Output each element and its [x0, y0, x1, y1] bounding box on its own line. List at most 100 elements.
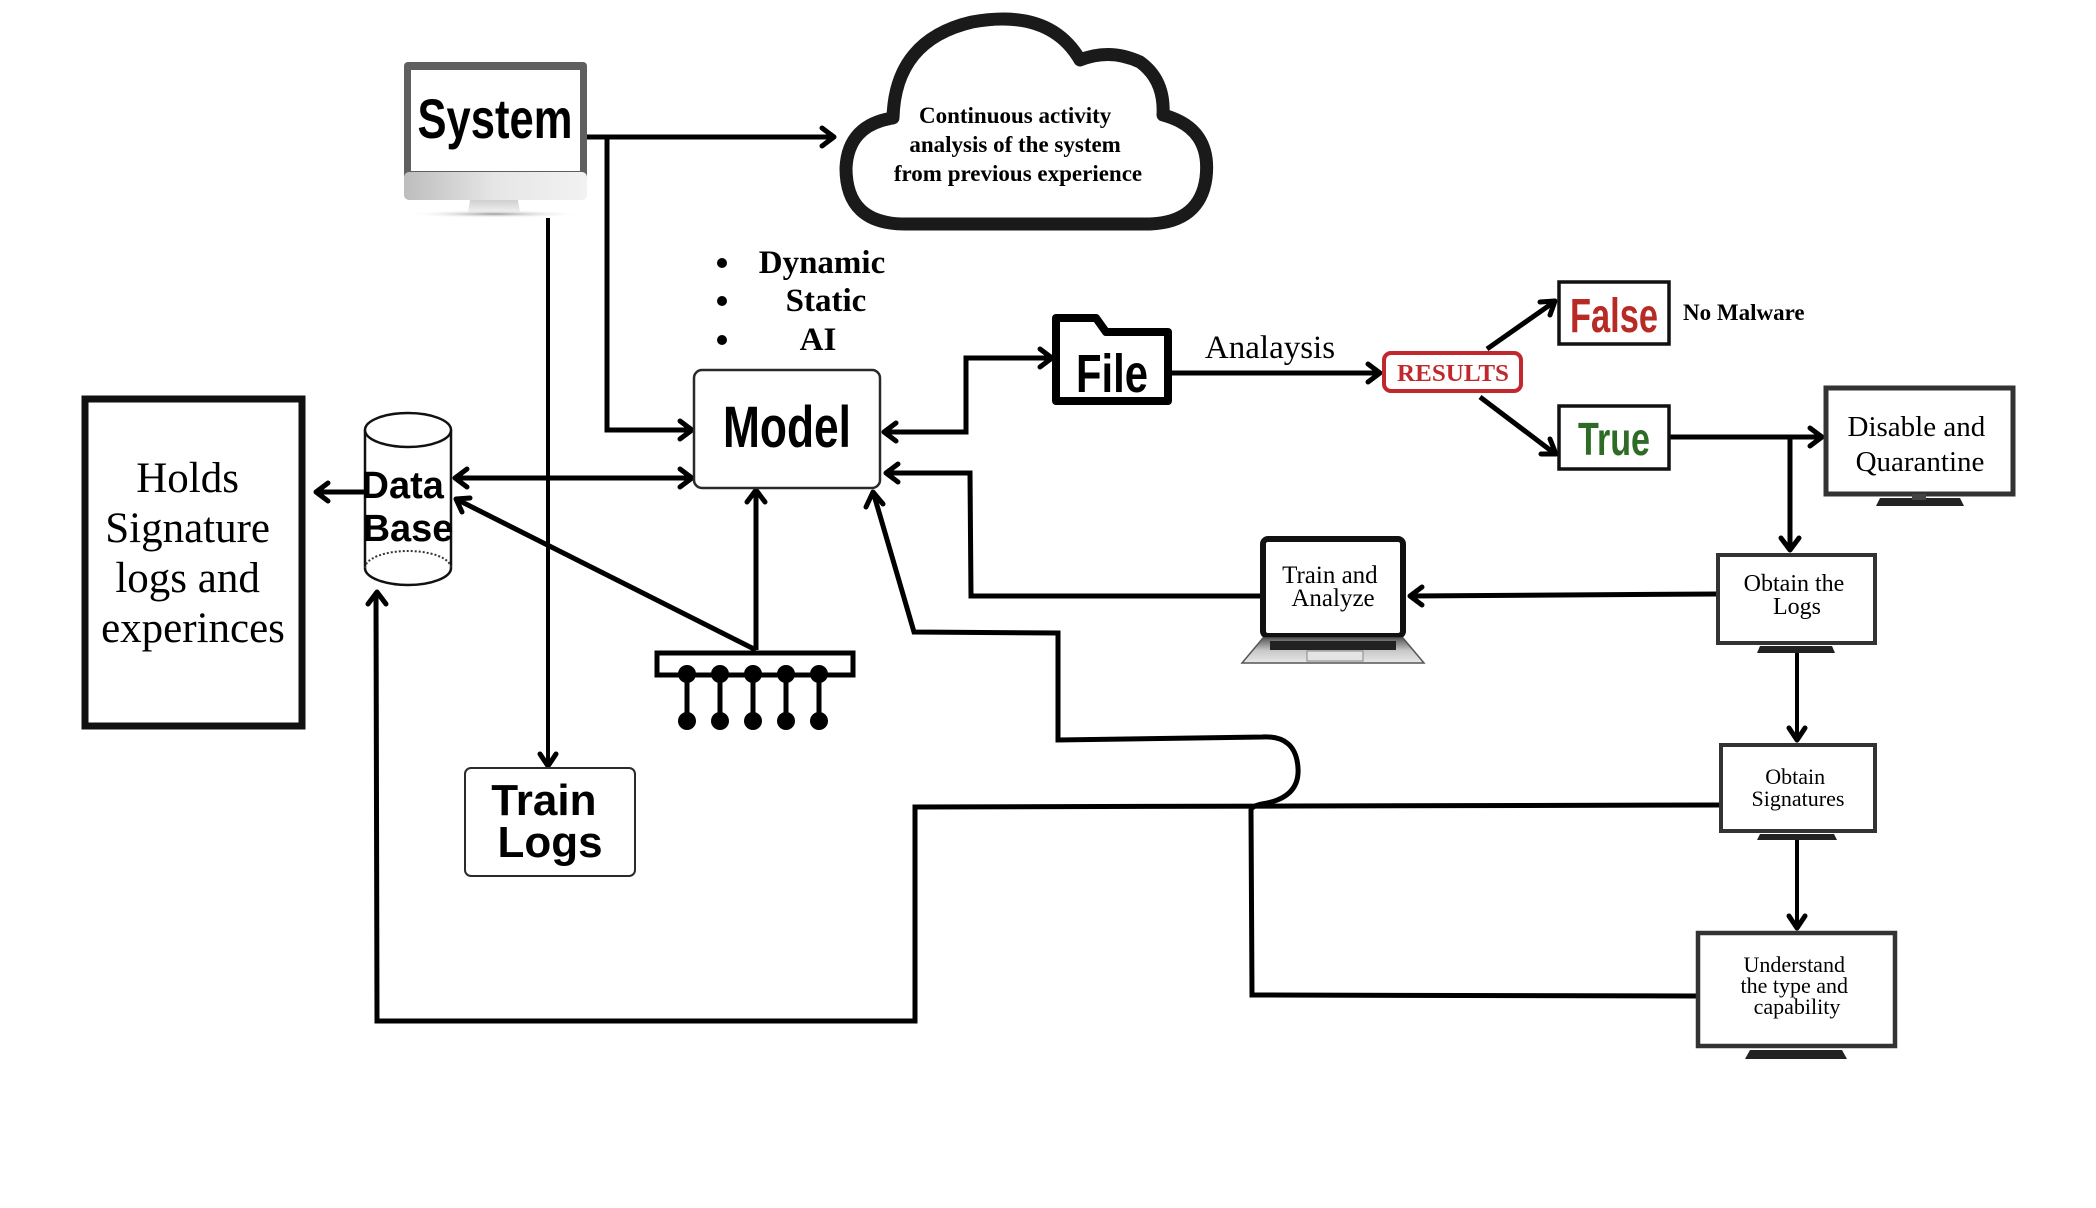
technique-dynamic: Dynamic — [759, 245, 886, 281]
arrowhead — [677, 466, 695, 490]
file-label: File — [1076, 344, 1148, 404]
system-node[interactable]: System — [404, 62, 587, 218]
database-line-2: Base — [363, 508, 454, 550]
database-line-1: Data — [362, 465, 445, 507]
arrowhead — [1365, 361, 1383, 385]
edge-obtainlogs-trainanalyze — [1411, 591, 1718, 599]
monitor-chin — [404, 172, 587, 200]
false-label: False — [1570, 290, 1658, 343]
arrowhead — [819, 125, 837, 149]
laptop-screen — [1260, 536, 1406, 639]
arrowhead — [1537, 298, 1558, 318]
technique-static: Static — [786, 283, 867, 319]
model-label: Model — [723, 395, 851, 460]
results-node[interactable]: RESULTS — [1382, 351, 1523, 393]
obtain-logs-node[interactable]: Obtain the Logs — [1716, 553, 1877, 653]
obtain-signatures-line-2: Signatures — [1752, 786, 1845, 811]
obtain-signatures-node[interactable]: Obtain Signatures — [1719, 743, 1877, 840]
network-node — [744, 712, 762, 730]
true-box — [1557, 404, 1671, 471]
disable-node[interactable]: Disable and Quarantine — [1823, 385, 2016, 506]
understand-line-1: Understand — [1744, 952, 1845, 977]
bullet-icon — [717, 296, 727, 306]
arrowhead — [1786, 725, 1808, 743]
arrowhead — [537, 751, 559, 769]
disable-line-1: Disable and — [1848, 411, 1986, 443]
arrowhead — [744, 487, 768, 505]
network-node — [711, 712, 729, 730]
disable-text: Disable and Quarantine — [1848, 411, 1993, 478]
database-dotted-rim — [364, 550, 452, 569]
true-node[interactable]: True — [1557, 404, 1671, 471]
cloud-text: Continuous activity analysis of the syst… — [894, 103, 1142, 186]
network-node — [711, 665, 729, 683]
tv-stand — [1876, 498, 1964, 506]
holds-line-4: experinces — [101, 605, 285, 652]
laptop-trackpad — [1306, 650, 1364, 662]
understand-line-3: capability — [1754, 994, 1841, 1019]
train-logs-label: Train Logs — [491, 776, 608, 867]
network-node — [744, 665, 762, 683]
monitor-stand — [468, 200, 520, 212]
results-label: RESULTS — [1397, 361, 1509, 387]
holds-box — [81, 395, 306, 730]
cloud-node[interactable]: Continuous activity analysis of the syst… — [839, 12, 1214, 231]
database-label: Data Base — [362, 465, 455, 550]
network-node — [810, 712, 828, 730]
tv-neck — [1912, 494, 1926, 500]
edge-network-database — [456, 497, 758, 653]
laptop-keyboard — [1270, 641, 1396, 650]
tv-stand — [1757, 646, 1835, 653]
holds-line-1: Holds — [136, 455, 239, 502]
monitor-shadow — [406, 210, 582, 218]
false-box — [1557, 280, 1671, 346]
obtain-signatures-text: Obtain Signatures — [1752, 764, 1845, 811]
arrowhead — [452, 466, 470, 490]
edge-understand-model — [871, 494, 1698, 999]
cloud-line-2: analysis of the system — [909, 132, 1120, 157]
file-node[interactable]: File — [1052, 314, 1172, 405]
arrowhead — [677, 418, 695, 442]
train-analyze-line-2: Analyze — [1291, 585, 1374, 612]
network-node — [777, 665, 795, 683]
arrowhead — [1807, 425, 1825, 449]
obtain-logs-text: Obtain the Logs — [1744, 571, 1851, 620]
true-label: True — [1578, 413, 1650, 465]
holds-node[interactable]: Holds Signature logs and experinces — [81, 395, 306, 730]
obtain-signatures-line-1: Obtain — [1765, 764, 1825, 789]
arrowhead — [1538, 436, 1559, 457]
edge-model-file — [886, 355, 1050, 435]
holds-line-3: logs and — [115, 555, 260, 602]
tv-stand — [1745, 1050, 1847, 1059]
edge-system-model — [604, 137, 690, 433]
tv-frame — [1716, 553, 1877, 645]
false-node[interactable]: False — [1557, 280, 1671, 346]
train-logs-line-1: Train — [491, 776, 596, 825]
cloud-line-1: Continuous activity — [919, 103, 1112, 128]
folder-icon — [1052, 314, 1172, 405]
database-node[interactable]: Data Base — [362, 411, 455, 587]
train-logs-box — [464, 767, 636, 877]
model-node[interactable]: Model — [692, 368, 882, 490]
understand-line-2: the type and — [1740, 973, 1848, 998]
holds-text: Holds Signature logs and experinces — [101, 455, 285, 652]
network-node — [678, 712, 696, 730]
arrowhead — [1786, 913, 1808, 931]
arrowhead — [883, 461, 901, 485]
database-top — [363, 411, 453, 449]
arrowhead — [313, 480, 331, 504]
monitor-screen — [411, 70, 580, 171]
edge-results-false — [1485, 299, 1556, 352]
train-analyze-node[interactable]: Train and Analyze — [1240, 536, 1426, 664]
edge-obtainsignatures-database — [373, 593, 1721, 1024]
connectors — [313, 125, 1825, 1024]
disable-line-2: Quarantine — [1856, 446, 1985, 478]
train-logs-node[interactable]: Train Logs — [464, 767, 636, 877]
tv-frame — [1695, 930, 1898, 1049]
tv-stand — [1757, 834, 1837, 840]
results-stamp — [1382, 351, 1523, 393]
obtain-logs-line-1: Obtain the — [1744, 571, 1845, 597]
understand-node[interactable]: Understand the type and capability — [1695, 930, 1898, 1059]
arrowhead — [881, 420, 899, 444]
